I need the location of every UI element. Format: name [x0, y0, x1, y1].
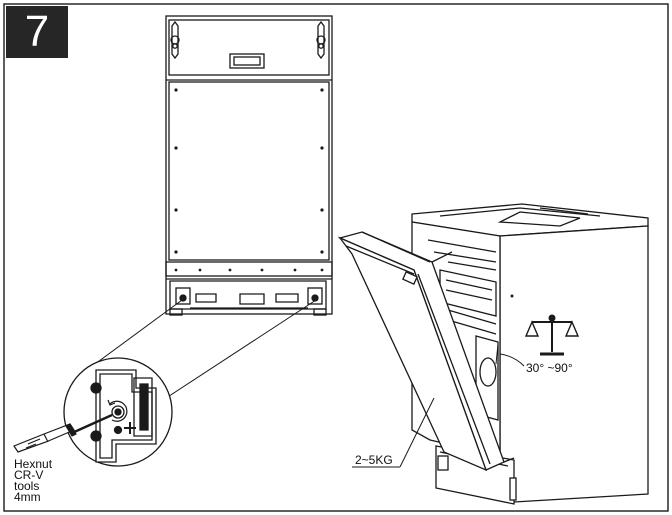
hanging-hook-left	[170, 20, 180, 60]
plus-icon	[124, 422, 136, 434]
balance-scale-icon	[524, 314, 580, 356]
tool-label-tools: tools	[14, 479, 40, 493]
angle-indicator	[495, 343, 525, 367]
screwdriver-tool	[13, 413, 113, 453]
appliance-installed-view	[338, 203, 649, 505]
screw-dots	[174, 88, 324, 254]
tool-label-crv: CR-V	[14, 468, 44, 482]
step-number-badge: 7	[6, 6, 68, 58]
weight-label: 2~5KG	[355, 453, 393, 467]
hanging-hook-right	[316, 20, 326, 60]
tool-label-hexnut: Hexnut	[14, 457, 53, 471]
rotate-arrow-icon	[107, 399, 128, 422]
weight-leader-line	[352, 397, 435, 468]
appliance-rear-view	[165, 15, 333, 316]
top-handle-slot	[229, 53, 265, 69]
zoom-detail-circle	[63, 357, 173, 467]
outer-border	[3, 3, 669, 512]
side-screw-dot	[510, 294, 514, 298]
tool-label-size: 4mm	[14, 490, 41, 504]
angle-label: 30° ~90°	[526, 361, 573, 375]
